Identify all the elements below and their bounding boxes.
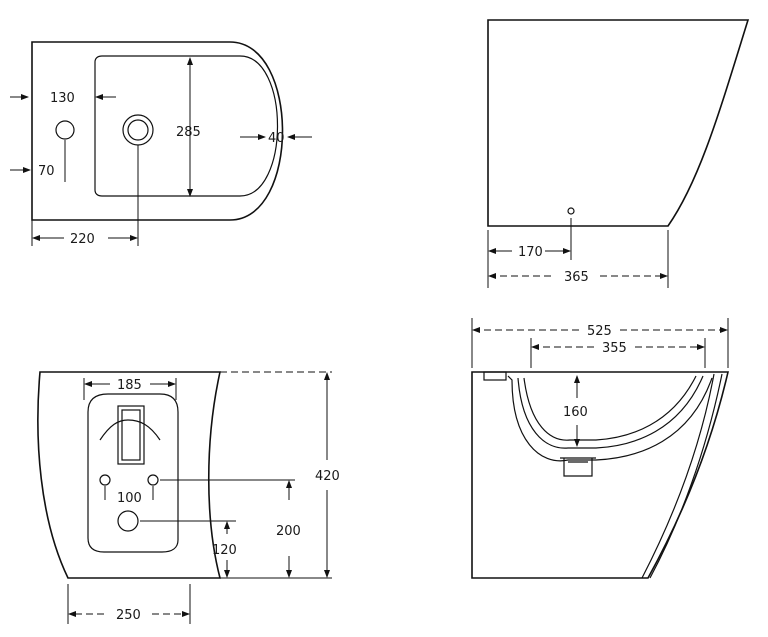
dim-opening-width: 185 [117, 378, 142, 393]
section-view-bowl-outer [507, 375, 713, 462]
dim-overall-depth: 365 [564, 270, 589, 285]
dim-hole-offset-x: 130 [50, 91, 75, 106]
dim-overall-length: 525 [587, 324, 612, 339]
top-view-bowl-rim [94, 55, 279, 197]
fixing-hole-right [147, 474, 159, 486]
dim-inlet-height: 120 [212, 543, 237, 558]
rear-view-inlet-slot [117, 405, 145, 465]
dim-overall-height: 420 [315, 469, 340, 484]
section-view-front-skin [641, 373, 715, 579]
waste-outlet-inner [127, 119, 149, 141]
dim-bowl-length: 355 [602, 341, 627, 356]
section-view-seat-pad [483, 371, 507, 381]
rear-inlet-hole [117, 510, 139, 532]
dim-outlet-position: 170 [518, 245, 543, 260]
section-view: 525 355 160 [471, 318, 730, 579]
side-view: 170 365 [487, 19, 750, 288]
rear-view: 185 100 200 120 420 250 [37, 371, 340, 624]
side-view-outlet-marker [567, 207, 575, 215]
rear-view-inlet-slot-inner [121, 409, 141, 461]
rear-view-recess [87, 393, 179, 553]
top-view: 130 70 285 40 220 [10, 41, 312, 247]
rear-view-recess-shadow [99, 419, 161, 441]
dim-center-to-back: 220 [70, 232, 95, 247]
dim-bowl-depth-section: 160 [563, 405, 588, 420]
dim-hole-offset-y: 70 [38, 164, 55, 179]
side-view-outline [487, 19, 750, 227]
dim-bowl-depth: 285 [176, 125, 201, 140]
section-view-outline [471, 371, 730, 579]
section-view-waste-outlet [560, 457, 596, 477]
rear-view-outline [37, 371, 222, 579]
section-view-bowl-inner [517, 375, 704, 449]
top-view-outline [31, 41, 284, 221]
dim-rim-width: 40 [268, 131, 285, 146]
dim-fixing-hole-spacing: 100 [117, 491, 142, 506]
dim-base-width: 250 [116, 608, 141, 623]
dim-fixing-height: 200 [276, 524, 301, 539]
fixing-hole-left [99, 474, 111, 486]
tap-hole [55, 120, 75, 140]
